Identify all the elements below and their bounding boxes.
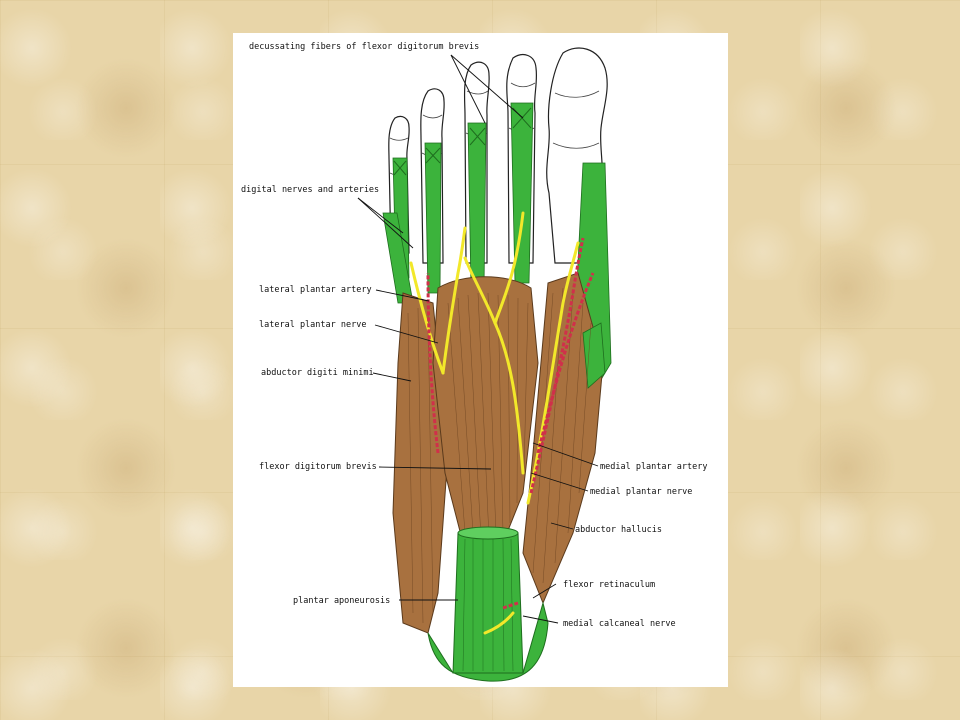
label-plantar-aponeurosis: plantar aponeurosis (293, 596, 390, 606)
nerves (409, 211, 580, 635)
plantar-aponeurosis-band (427, 526, 549, 682)
leader-lines (357, 54, 599, 624)
decussation-marks (393, 107, 532, 176)
arteries (426, 237, 595, 610)
label-medial-plantar-artery: medial plantar artery (600, 462, 707, 472)
label-medial-calcaneal-nerve: medial calcaneal nerve (563, 619, 676, 629)
label-abductor-digiti-minimi: abductor digiti minimi (261, 368, 374, 378)
label-flexor-retinaculum: flexor retinaculum (563, 580, 655, 590)
label-flexor-digitorum-brevis: flexor digitorum brevis (259, 462, 377, 472)
abductor-hallucis-muscle (522, 272, 604, 605)
label-decussating-fibers: decussating fibers of flexor digitorum b… (249, 42, 479, 52)
foot-illustration: decussating fibers of flexor digitorum b… (241, 42, 707, 682)
label-lateral-plantar-artery: lateral plantar artery (259, 285, 372, 295)
toe-bones (388, 47, 608, 264)
flexor-digitorum-brevis-muscle (432, 276, 539, 544)
anatomy-plate: decussating fibers of flexor digitorum b… (233, 33, 728, 687)
label-digital-nerves-arteries: digital nerves and arteries (241, 185, 379, 195)
label-abductor-hallucis: abductor hallucis (575, 525, 662, 535)
label-lateral-plantar-nerve: lateral plantar nerve (259, 320, 366, 330)
label-medial-plantar-nerve: medial plantar nerve (590, 487, 692, 497)
